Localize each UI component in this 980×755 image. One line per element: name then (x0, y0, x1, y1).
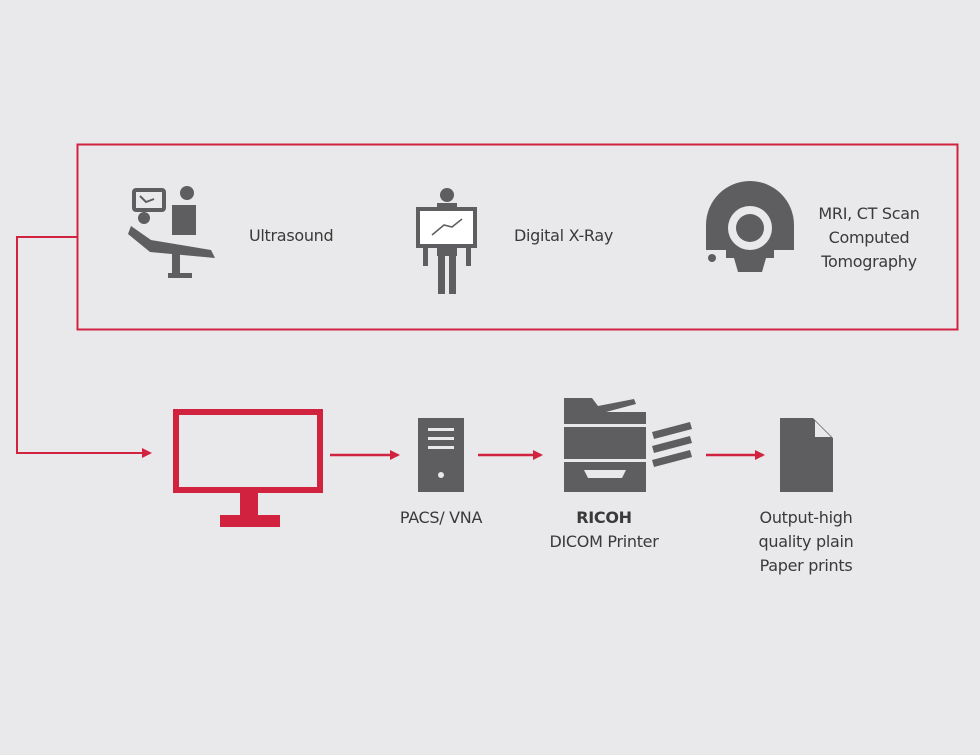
document-icon (780, 418, 833, 492)
pacs-label: PACS/ VNA (399, 508, 483, 527)
ultrasound-icon (128, 186, 215, 278)
label-line: Tomography (821, 252, 917, 271)
sources-box (76, 143, 959, 331)
xray-icon (416, 188, 477, 294)
printer-icon (564, 398, 692, 492)
label-line: Output-high (759, 508, 853, 527)
label-line: Paper prints (759, 556, 853, 575)
printer-brand: RICOH (576, 508, 632, 527)
label-line: MRI, CT Scan (818, 204, 920, 223)
mri-scanner-icon (706, 181, 794, 272)
monitor-icon (173, 409, 323, 527)
label-line: quality plain (758, 532, 854, 551)
printer-name: DICOM Printer (549, 532, 659, 551)
printer-label: RICOH DICOM Printer (549, 506, 658, 554)
output-label: Output-high quality plain Paper prints (759, 506, 854, 578)
source-label-mri: MRI, CT Scan Computed Tomography (818, 202, 919, 274)
source-label-ultrasound: Ultrasound (249, 226, 334, 245)
server-icon (418, 418, 464, 492)
source-label-xray: Digital X-Ray (514, 226, 614, 245)
label-line: Computed (828, 228, 910, 247)
connector-line (16, 236, 152, 458)
